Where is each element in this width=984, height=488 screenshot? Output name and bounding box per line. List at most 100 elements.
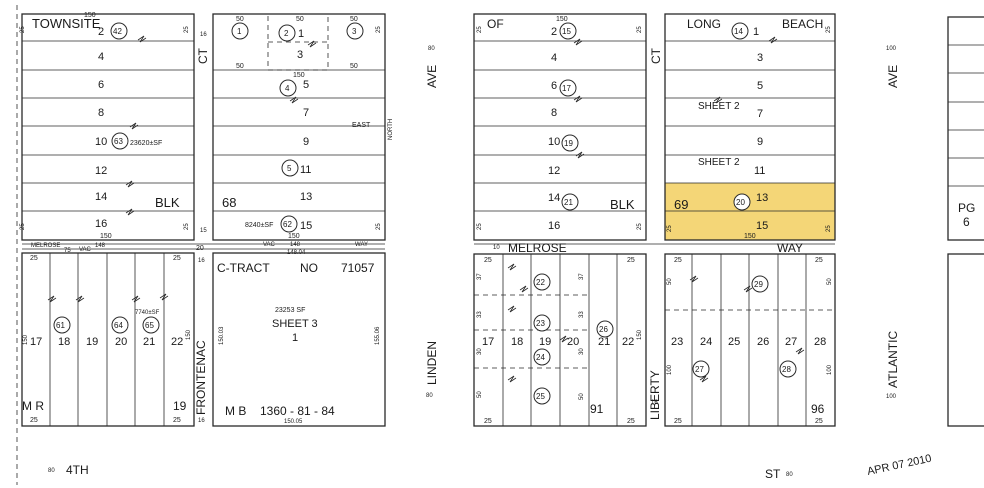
lot-ticks — [47, 35, 805, 383]
lot-6-a: 6 — [98, 79, 104, 91]
dim-50-d: 50 — [236, 63, 244, 70]
parcel-26: 26 — [599, 325, 608, 334]
parcel-circle-5 — [281, 159, 299, 177]
pg-number: 6 — [963, 215, 970, 229]
parcel-circle-62 — [280, 215, 298, 233]
block-bottom-west — [21, 252, 195, 427]
dim-50-i: 50 — [827, 278, 833, 285]
dim-25-y: 25 — [815, 418, 823, 425]
dim-15-a: 15 — [200, 228, 207, 234]
dim-37-a: 37 — [477, 273, 483, 280]
dim-16-b: 16 — [198, 258, 205, 264]
dim-150-e: 150 — [23, 334, 29, 345]
lot-23-h: 23 — [671, 336, 683, 348]
highlighted-parcel — [665, 183, 835, 240]
vac-a: VAC — [79, 247, 92, 253]
lot-11-b: 11 — [300, 164, 311, 176]
block-townsite-west — [21, 13, 195, 241]
parcel-4: 4 — [285, 84, 290, 93]
street-atlantic: ATLANTIC — [886, 331, 900, 388]
dim-16-c: 16 — [198, 418, 205, 424]
parcel-62: 62 — [283, 220, 292, 229]
parcel-circle-19 — [561, 134, 579, 152]
parcel-circle-22 — [533, 273, 551, 291]
dim-25-k: 25 — [477, 26, 483, 33]
parcel-circle-23 — [533, 314, 551, 332]
parcel-circle-24 — [533, 348, 551, 366]
block-far-east — [947, 16, 984, 427]
dim-50-c: 50 — [350, 16, 358, 23]
lot-9-f: 9 — [757, 136, 763, 148]
dim-150-05: 150.05 — [284, 419, 303, 425]
lot-8-e: 8 — [551, 107, 557, 119]
lot-11-f: 11 — [754, 165, 765, 177]
parcel-circle-1 — [231, 22, 249, 40]
lot-15-f: 15 — [756, 220, 768, 232]
dim-50-g: 50 — [579, 393, 585, 400]
parcel-2: 2 — [284, 29, 289, 38]
dim-25-w: 25 — [815, 257, 823, 264]
street-ave-east: AVE — [886, 65, 900, 88]
parcel-circle-20 — [733, 193, 751, 211]
parcel-21: 21 — [564, 198, 573, 207]
parcel-5: 5 — [287, 164, 292, 173]
dim-25-p: 25 — [667, 225, 673, 232]
parcel-28: 28 — [782, 365, 791, 374]
parcel-circle-2 — [278, 24, 296, 42]
dim-80-d: 80 — [786, 472, 793, 478]
lot-22-c: 22 — [171, 336, 183, 348]
street-st: ST — [765, 467, 781, 481]
lot-19-g: 19 — [539, 336, 551, 348]
street-liberty: LIBERTY — [648, 370, 662, 420]
parcel-circle-27 — [692, 360, 710, 378]
dim-50-f: 50 — [477, 391, 483, 398]
ctract-no-label: NO — [300, 261, 318, 275]
street-way-east: WAY — [777, 241, 803, 255]
lot-7-f: 7 — [757, 108, 763, 120]
dim-33-a: 33 — [477, 311, 483, 318]
dim-25-n: 25 — [637, 223, 643, 230]
street-melrose-west: MELROSE — [31, 243, 60, 249]
street-ct-east: CT — [649, 47, 663, 64]
lot-18-g: 18 — [511, 336, 523, 348]
parcel-circle-65 — [142, 316, 160, 334]
parcel-19: 19 — [564, 139, 573, 148]
lot-12-e: 12 — [548, 165, 560, 177]
lot-5-b: 5 — [303, 79, 309, 91]
street-ave-center: AVE — [425, 65, 439, 88]
lot-7-b: 7 — [303, 107, 309, 119]
dim-150-03: 150.03 — [219, 326, 225, 345]
area-8240: 8240±SF — [245, 222, 273, 229]
street-of: OF — [487, 17, 504, 31]
dim-25-q: 25 — [826, 225, 832, 232]
lot-4-e: 4 — [551, 52, 557, 64]
lot-25-h: 25 — [728, 336, 740, 348]
dim-25-i: 25 — [30, 417, 38, 424]
sheet2-b: SHEET 2 — [698, 157, 740, 168]
dim-155-06: 155.06 — [375, 326, 381, 345]
dim-16-a: 16 — [200, 32, 207, 38]
lot-2-e: 2 — [551, 26, 557, 38]
parcel-circle-14 — [731, 22, 749, 40]
parcel-22: 22 — [536, 278, 545, 287]
dim-148-b: 148 — [290, 242, 301, 248]
parcel-42: 42 — [113, 27, 122, 36]
lot-9-b: 9 — [303, 136, 309, 148]
blk-label-a: BLK — [155, 195, 180, 210]
street-4th: 4TH — [66, 463, 89, 477]
mb-label: M B — [225, 404, 246, 418]
dim-150-a: 150 — [84, 12, 96, 19]
dim-25-e: 25 — [376, 26, 382, 33]
dim-25-r: 25 — [484, 257, 492, 264]
parcel-3: 3 — [352, 27, 357, 36]
dim-25-u: 25 — [627, 418, 635, 425]
dim-50-b: 50 — [296, 16, 304, 23]
dim-80-c: 80 — [48, 468, 55, 474]
parcel-circle-63 — [111, 132, 129, 150]
lot-24-h: 24 — [700, 336, 712, 348]
dim-25-j: 25 — [173, 417, 181, 424]
street-east: EAST — [352, 122, 371, 129]
lot-1-b: 1 — [298, 28, 304, 40]
lot-17-c: 17 — [30, 336, 42, 348]
